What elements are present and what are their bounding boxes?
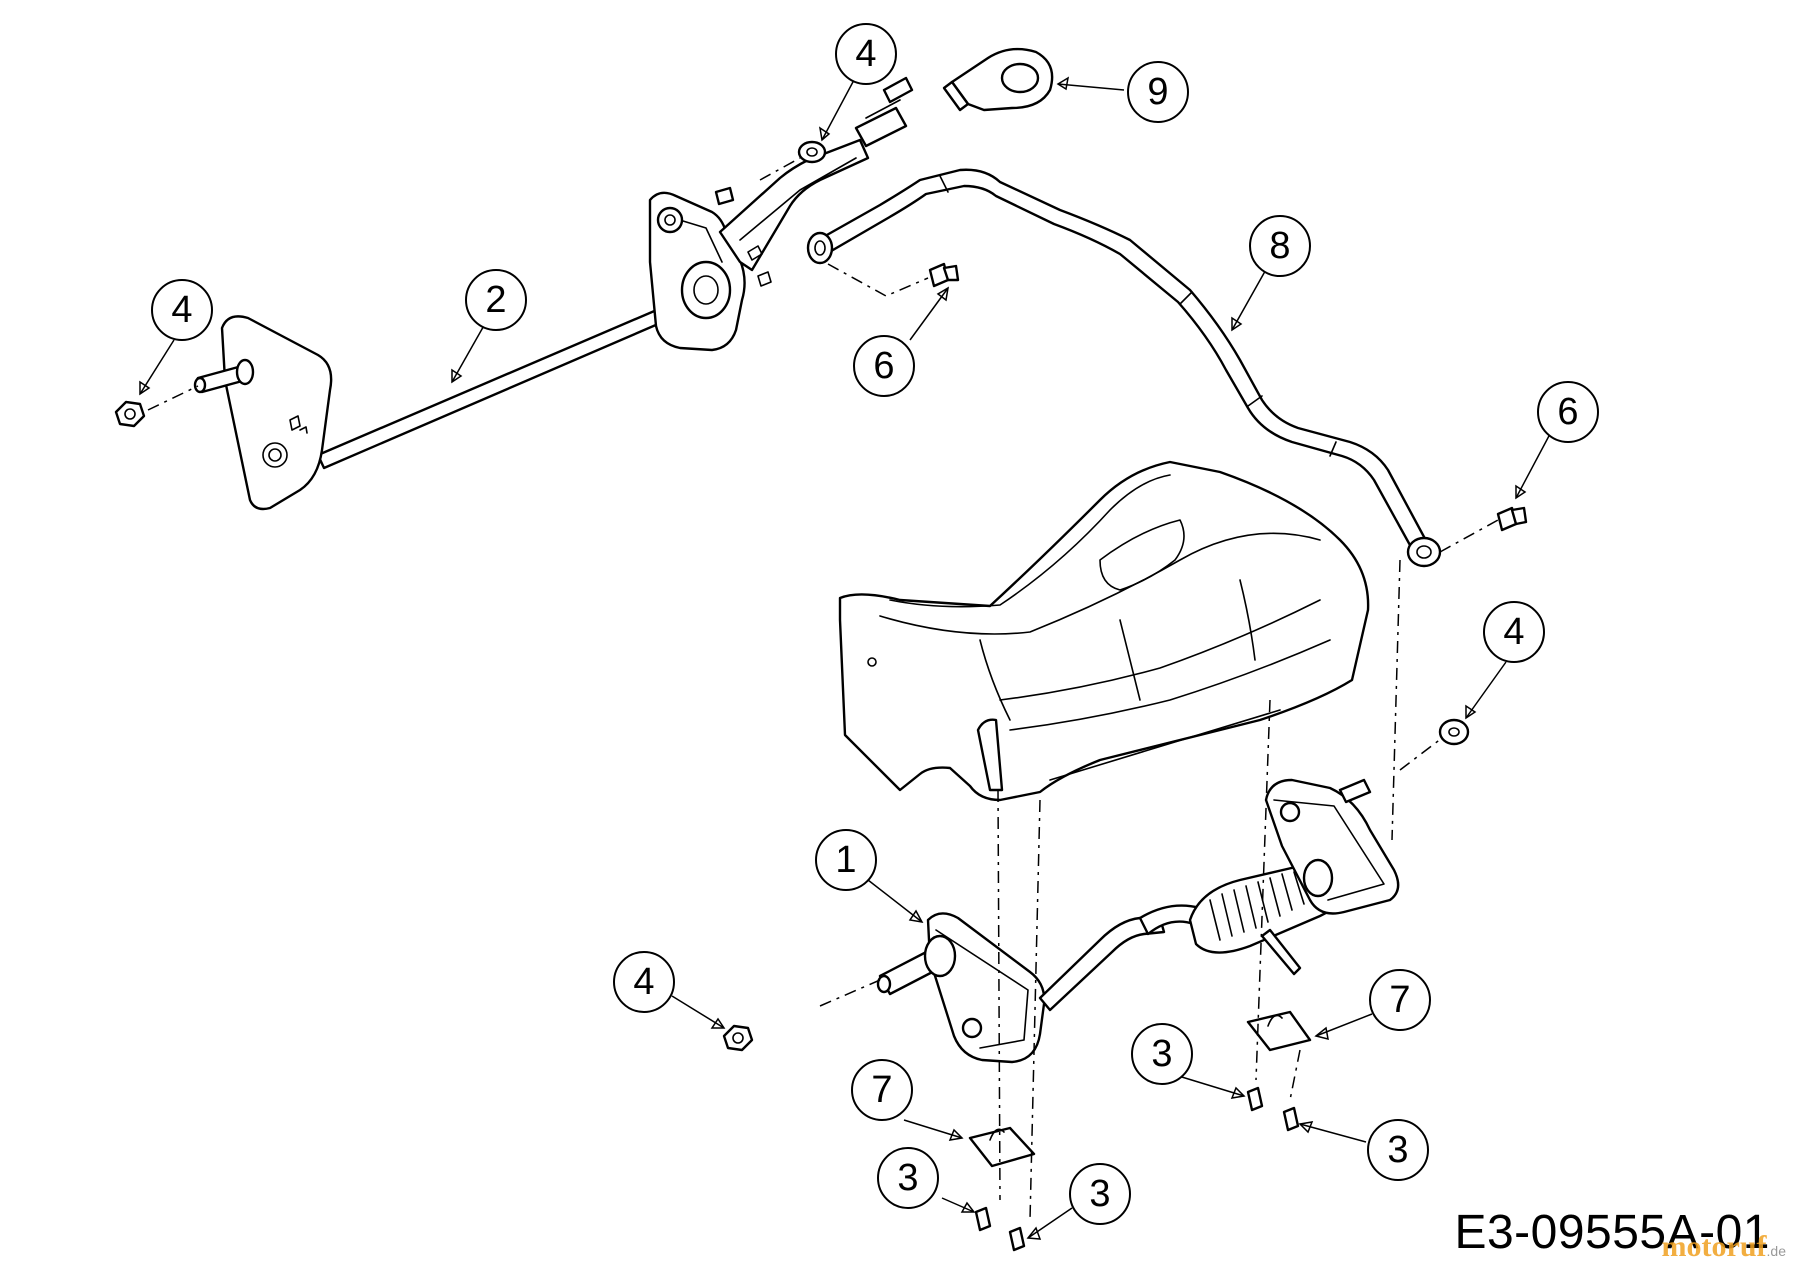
callout-7-right: 7 — [1369, 969, 1431, 1031]
svg-text:4: 4 — [633, 961, 654, 1003]
callout-6-right: 6 — [1537, 381, 1599, 443]
washer-top — [797, 140, 827, 164]
callout-4-top: 4 — [835, 23, 897, 85]
svg-text:4: 4 — [855, 33, 876, 75]
watermark-suffix: .de — [1766, 1243, 1786, 1259]
svg-text:6: 6 — [873, 345, 894, 387]
callout-2: 2 — [465, 269, 527, 331]
svg-text:7: 7 — [871, 1069, 892, 1111]
watermark-brand: motoruf — [1661, 1230, 1767, 1263]
callout-3-bottom-right: 3 — [1069, 1163, 1131, 1225]
callout-1: 1 — [815, 829, 877, 891]
callout-8: 8 — [1249, 215, 1311, 277]
grip-part — [942, 47, 1054, 112]
document-code: E3-09555A-01 — [1454, 1206, 1770, 1259]
svg-text:2: 2 — [485, 279, 506, 321]
callout-4-bottom: 4 — [613, 951, 675, 1013]
washer-right — [1438, 718, 1470, 746]
svg-text:6: 6 — [1557, 391, 1578, 433]
svg-text:8: 8 — [1269, 225, 1290, 267]
screw-handle-right — [1496, 506, 1528, 532]
nut-bottom — [722, 1024, 754, 1052]
svg-text:1: 1 — [835, 839, 856, 881]
screw-handle-left — [928, 262, 960, 288]
callout-3-right: 3 — [1367, 1119, 1429, 1181]
svg-text:7: 7 — [1389, 979, 1410, 1021]
nut-left — [114, 400, 146, 428]
bracket-right — [1246, 1010, 1312, 1052]
screws-bottom — [974, 1086, 1300, 1252]
svg-text:3: 3 — [1387, 1129, 1408, 1171]
callout-4-left: 4 — [151, 279, 213, 341]
leader-lines — [139, 76, 1551, 1240]
callout-9: 9 — [1127, 61, 1189, 123]
callout-3-bottom-left: 3 — [877, 1147, 939, 1209]
callout-6-mid: 6 — [853, 335, 915, 397]
deck-housing — [838, 460, 1370, 802]
svg-text:3: 3 — [1151, 1033, 1172, 1075]
svg-text:9: 9 — [1147, 71, 1168, 113]
svg-text:3: 3 — [897, 1157, 918, 1199]
lift-lever-part — [876, 778, 1400, 1064]
svg-text:3: 3 — [1089, 1173, 1110, 1215]
callout-7-left: 7 — [851, 1059, 913, 1121]
bracket-left — [968, 1126, 1036, 1168]
watermark-logo: motoruf.de — [1662, 1230, 1786, 1264]
svg-text:4: 4 — [1503, 611, 1524, 653]
callout-3-mid: 3 — [1131, 1023, 1193, 1085]
callout-4-right: 4 — [1483, 601, 1545, 663]
assembly-lines — [147, 157, 1499, 1221]
svg-text:4: 4 — [171, 289, 192, 331]
handle-bar-part — [806, 168, 1442, 568]
height-adjust-rod-part — [193, 76, 914, 511]
